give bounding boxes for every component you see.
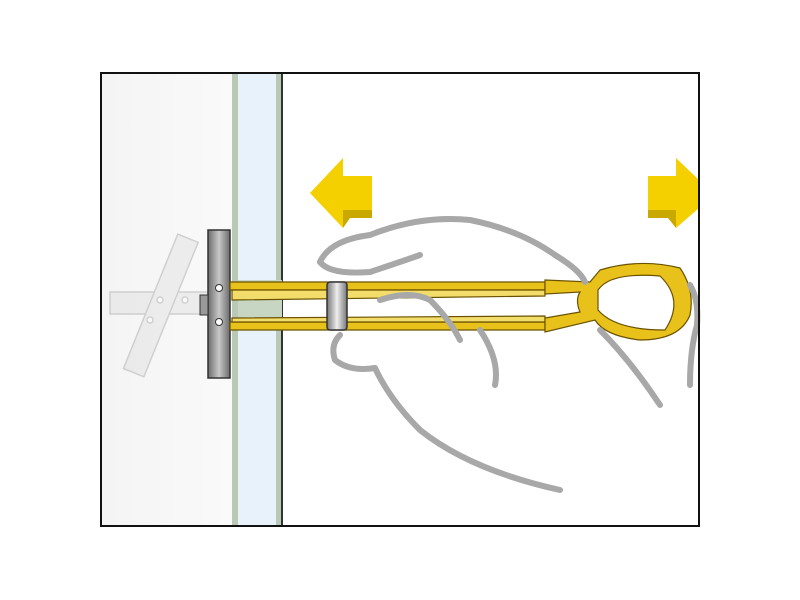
- arrow-left-icon: [310, 158, 372, 228]
- collar-ring: [326, 281, 348, 331]
- plastic-straps: [229, 262, 692, 341]
- hand-outline: [317, 216, 701, 493]
- arrow-right-icon: [648, 158, 699, 228]
- frame-border: [100, 72, 700, 527]
- ghost-toggle-wings: [109, 233, 211, 378]
- toggle-bolt-plate: [199, 229, 231, 379]
